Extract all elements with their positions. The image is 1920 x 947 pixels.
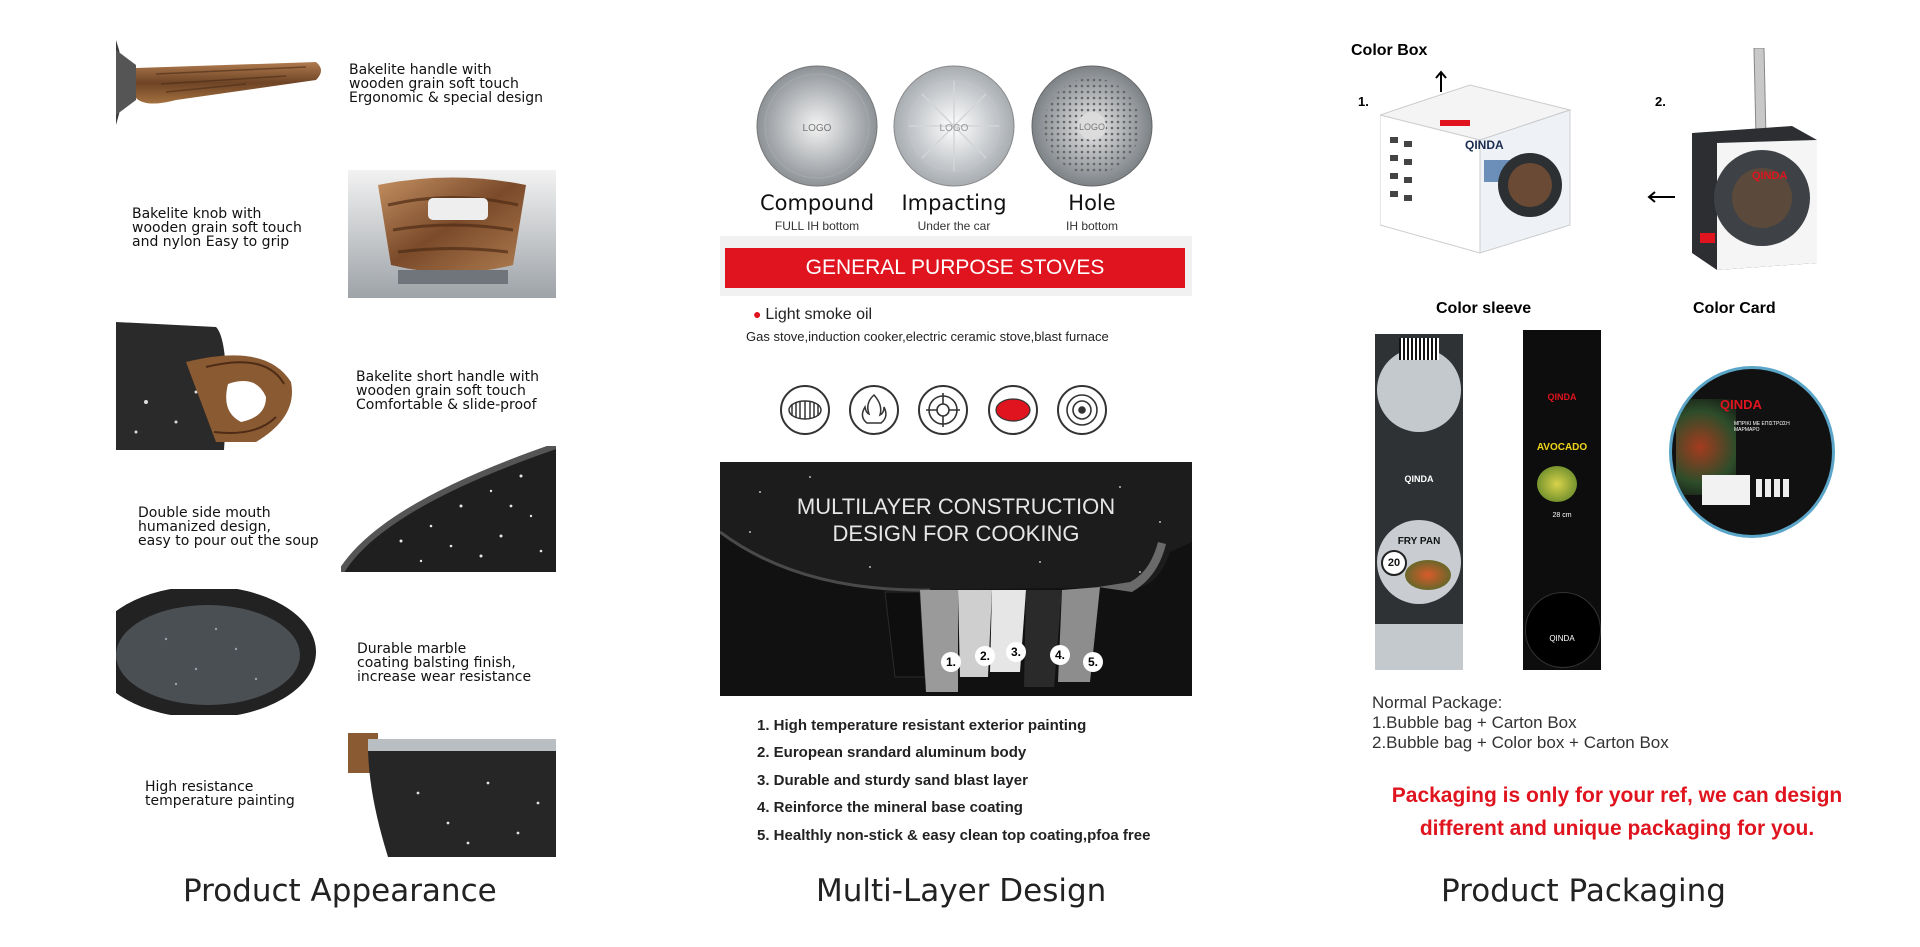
fry-pan-box-brand: QINDA <box>1752 170 1788 182</box>
long-handle-image <box>116 40 321 125</box>
light-smoke-oil-text: Light smoke oil <box>765 306 873 323</box>
light-smoke-oil: ● Light smoke oil <box>753 306 872 324</box>
color-card-label-box <box>1702 475 1750 505</box>
impacting-bottom-disc: LOGO <box>893 65 1015 187</box>
bullet-dot: ● <box>753 306 766 322</box>
sleeve-1-top-circle <box>1377 348 1461 432</box>
layer-number-1: 1. <box>941 652 961 672</box>
normal-package-2: 2.Bubble bag + Color box + Carton Box <box>1372 733 1669 752</box>
color-box-brand: QINDA <box>1465 138 1504 152</box>
flame-icon <box>849 385 899 435</box>
step-4: 4. Reinforce the mineral base coating <box>757 799 1023 816</box>
ceramic-plate-icon <box>988 385 1038 435</box>
sleeve-2-brand: QINDA <box>1547 392 1577 402</box>
caption-product-packaging: Product Packaging <box>1441 873 1726 909</box>
color-box-image <box>1380 84 1572 254</box>
packaging-note-2: different and unique packaging for you. <box>1419 817 1815 840</box>
panel-title-2: DESIGN FOR COOKING <box>832 521 1080 546</box>
step-5: 5. Healthly non-stick & easy clean top c… <box>757 827 1151 844</box>
feature-text-6: High resistance temperature painting <box>145 779 295 809</box>
package-number-2: 2. <box>1655 94 1666 109</box>
step-1: 1. High temperature resistant exterior p… <box>757 717 1087 734</box>
arrow-left-icon <box>1647 191 1675 203</box>
sleeve-2-bottom-circle <box>1525 592 1601 668</box>
compound-logo-text: LOGO <box>803 123 832 134</box>
gas-burner-icon <box>918 385 968 435</box>
exterior-painting-image <box>348 733 556 857</box>
hole-bottom-disc: LOGO <box>1031 65 1153 187</box>
stoves-banner-red: GENERAL PURPOSE STOVES <box>725 248 1185 288</box>
color-box-title: Color Box <box>1351 42 1428 59</box>
impacting-sub: Under the car <box>917 219 991 233</box>
caption-multilayer-design: Multi-Layer Design <box>816 873 1107 909</box>
compound-sub: FULL IH bottom <box>774 219 860 233</box>
sleeve-1-size-badge: 20 <box>1381 550 1407 576</box>
step-2: 2. European srandard aluminum body <box>757 744 1027 761</box>
hole-label: Hole <box>1068 191 1116 215</box>
packaging-note-1: Packaging is only for your ref, we can d… <box>1391 784 1843 807</box>
sleeve-2-size: 28 cm <box>1552 512 1572 519</box>
short-handle-image <box>116 322 298 450</box>
sleeve-1-fry-pan-label: FRY PAN <box>1397 536 1441 547</box>
arrow-up-icon <box>1435 70 1447 92</box>
sleeve-1-brand: QINDA <box>1404 474 1434 484</box>
knob-image <box>348 170 556 298</box>
impacting-label: Impacting <box>901 191 1007 215</box>
sleeve-1-barcode <box>1399 338 1439 360</box>
sleeve-1-food-image <box>1405 560 1451 590</box>
compound-bottom-disc: LOGO <box>756 65 878 187</box>
feature-text-1: Bakelite handle with wooden grain soft t… <box>349 62 544 106</box>
step-3: 3. Durable and sturdy sand blast layer <box>757 772 1028 789</box>
normal-package-1: 1.Bubble bag + Carton Box <box>1372 713 1577 732</box>
layer-number-2: 2. <box>975 646 995 666</box>
color-card-icons <box>1756 479 1792 497</box>
feature-text-3: Bakelite short handle with wooden grain … <box>356 369 540 413</box>
color-sleeve-2: QINDA AVOCADO 28 cm QINDA <box>1523 330 1601 670</box>
pour-spout-image <box>341 446 556 572</box>
fry-pan-box-image <box>1692 48 1817 270</box>
coil-icon <box>780 385 830 435</box>
color-card-greek: ΜΠΡΙΚΙ ΜΕ ΕΠΙΣΤΡΩΣΗ ΜΑΡΜΑΡΟ <box>1734 421 1790 433</box>
sleeve-2-bottom-brand: QINDA <box>1549 634 1575 643</box>
color-sleeve-1: QINDA FRY PAN 20 <box>1375 334 1463 670</box>
panel-title-1: MULTILAYER CONSTRUCTION <box>796 494 1116 519</box>
impacting-logo-text: LOGO <box>940 123 969 134</box>
stove-types: Gas stove,induction cooker,electric cera… <box>746 329 1109 344</box>
package-number-1: 1. <box>1358 94 1369 109</box>
feature-text-5: Durable marble coating balsting finish, … <box>357 641 532 685</box>
sleeve-1-bottom-tab <box>1375 624 1463 670</box>
hole-sub: IH bottom <box>1065 219 1119 233</box>
color-card-image: QINDA ΜΠΡΙΚΙ ΜΕ ΕΠΙΣΤΡΩΣΗ ΜΑΡΜΑΡΟ <box>1669 366 1835 538</box>
sleeve-2-avocado-label: AVOCADO <box>1536 442 1588 453</box>
feature-text-2: Bakelite knob with wooden grain soft tou… <box>132 206 302 250</box>
color-card-brand: QINDA <box>1720 397 1762 412</box>
layer-number-4: 4. <box>1050 645 1070 665</box>
stoves-banner: GENERAL PURPOSE STOVES <box>720 236 1192 296</box>
induction-icon <box>1057 385 1107 435</box>
color-card-title: Color Card <box>1693 300 1776 317</box>
normal-package-title: Normal Package: <box>1372 693 1503 712</box>
hole-logo-text: LOGO <box>1079 122 1105 132</box>
color-sleeve-title: Color sleeve <box>1436 300 1532 317</box>
layer-number-5: 5. <box>1083 652 1103 672</box>
marble-coating-image <box>116 589 316 715</box>
feature-text-4: Double side mouth humanized design, easy… <box>138 505 319 549</box>
layer-number-3: 3. <box>1006 642 1026 662</box>
multilayer-panel: MULTILAYER CONSTRUCTION DESIGN FOR COOKI… <box>720 462 1192 696</box>
caption-product-appearance: Product Appearance <box>183 873 497 909</box>
compound-label: Compound <box>759 191 875 215</box>
sleeve-2-avocado-image <box>1537 466 1577 502</box>
